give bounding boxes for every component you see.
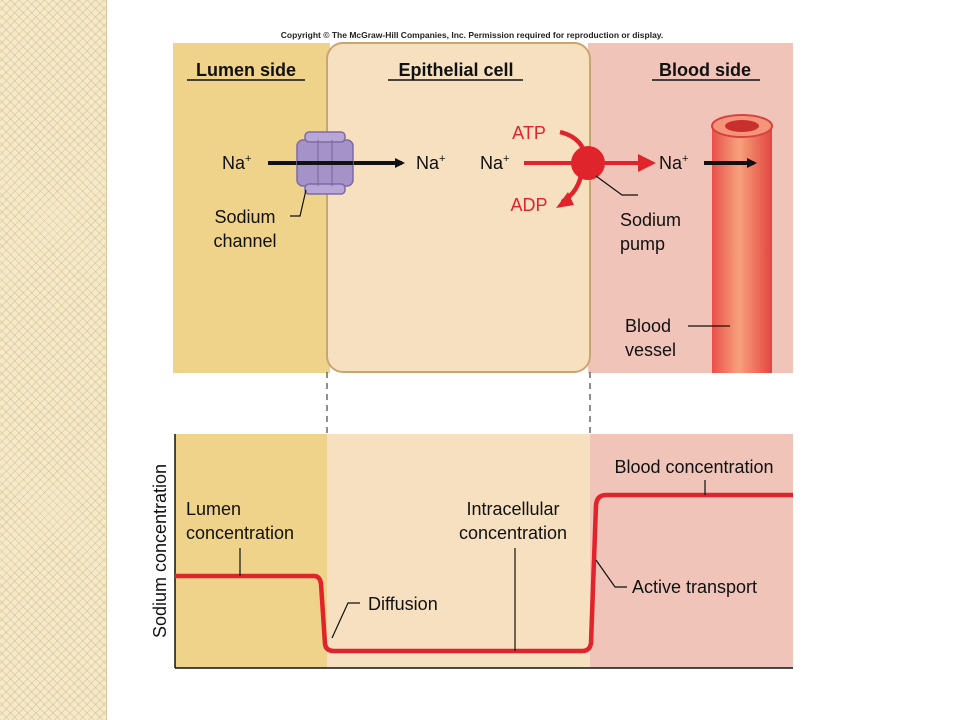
diffusion-leader [331, 602, 360, 639]
na-ion-cell-exit: Na+ [480, 153, 509, 173]
blood-vessel-label-line2: vessel [625, 340, 676, 360]
concentration-graph: Sodium concentration Lumen concentration… [150, 434, 793, 669]
sodium-pump [524, 129, 656, 208]
na-ion-cell-entry: Na+ [416, 153, 445, 173]
sodium-concentration-line [175, 492, 793, 654]
sodium-channel-leader [290, 189, 307, 217]
intracellular-concentration-label-line1: Intracellular [466, 499, 559, 519]
intracellular-concentration-label-line2: concentration [459, 523, 567, 543]
lumen-side-title: Lumen side [196, 60, 296, 80]
epithelial-cell [326, 42, 591, 373]
sodium-channel-label-line2: channel [213, 231, 276, 251]
lumen-concentration-label-line2: concentration [186, 523, 294, 543]
graph-cell-region [327, 434, 590, 668]
blood-vessel-label-line1: Blood [625, 316, 671, 336]
top-panel: Lumen side Epithelial cell Blood side Na… [173, 42, 793, 373]
lumen-region [173, 43, 330, 373]
blood-side-title: Blood side [659, 60, 751, 80]
atp-label: ATP [512, 123, 546, 143]
sodium-pump-leader [595, 175, 638, 196]
lumen-concentration-label-line1: Lumen [186, 499, 241, 519]
decorative-side-strip [0, 0, 107, 720]
graph-y-axis-label: Sodium concentration [150, 464, 170, 638]
blood-concentration-label: Blood concentration [614, 457, 773, 477]
blood-vessel [711, 114, 773, 373]
adp-label: ADP [510, 195, 547, 215]
sodium-pump-label-line2: pump [620, 234, 665, 254]
na-ion-blood: Na+ [659, 153, 688, 173]
na-ion-lumen: Na+ [222, 153, 251, 173]
sodium-channel-protein [296, 131, 354, 195]
active-transport-label: Active transport [632, 577, 757, 597]
graph-lumen-region [175, 434, 327, 668]
sodium-pump-label-line1: Sodium [620, 210, 681, 230]
active-transport-leader [595, 559, 627, 588]
epithelial-cell-title: Epithelial cell [398, 60, 513, 80]
graph-blood-region [590, 434, 793, 668]
sodium-channel-label-line1: Sodium [214, 207, 275, 227]
copyright-notice: Copyright © The McGraw-Hill Companies, I… [280, 30, 664, 40]
diffusion-label: Diffusion [368, 594, 438, 614]
